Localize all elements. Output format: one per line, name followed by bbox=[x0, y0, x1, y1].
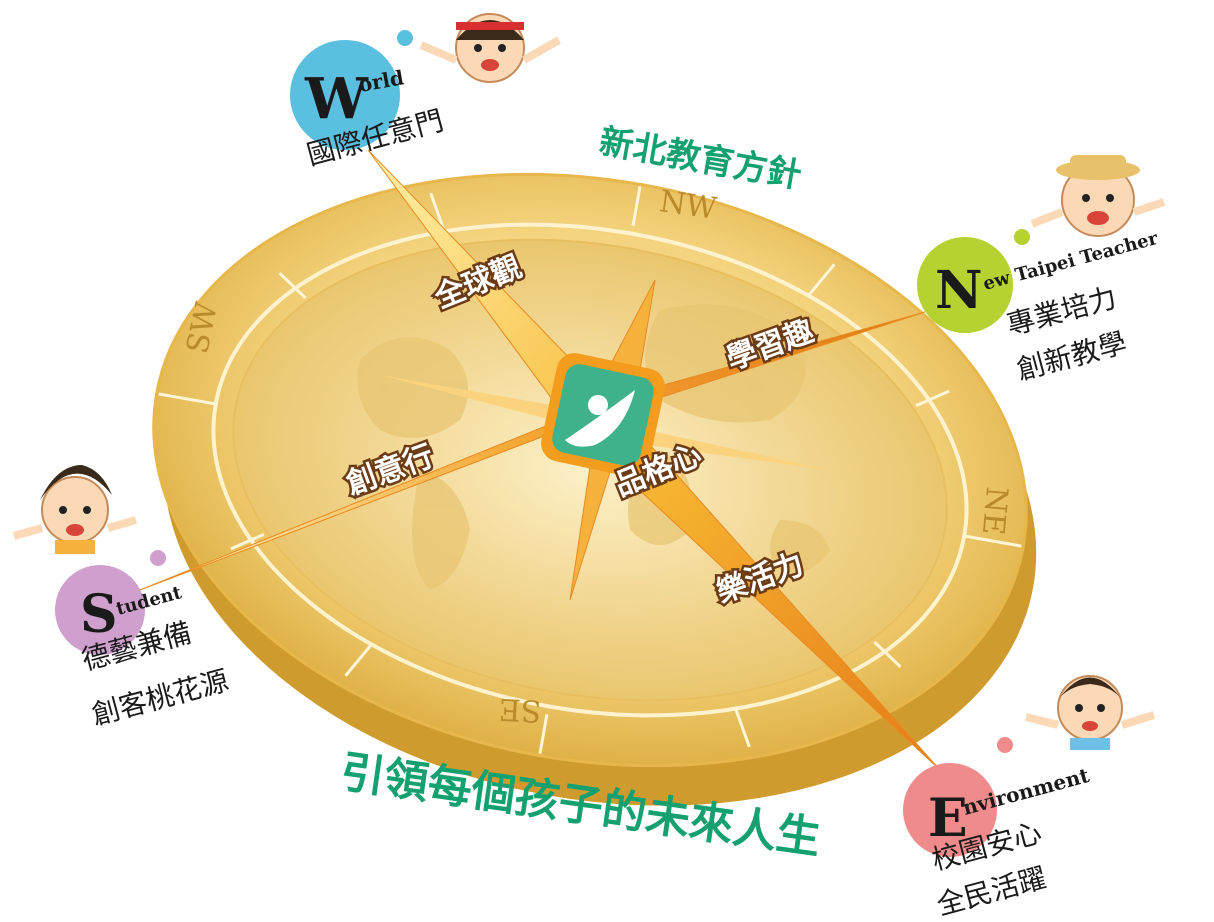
world-initial: W bbox=[304, 66, 369, 132]
kid-student-icon bbox=[12, 465, 138, 554]
arrow-short-right bbox=[600, 420, 830, 470]
compass-ticks bbox=[158, 186, 1022, 754]
teacher-initial: N bbox=[935, 260, 983, 321]
dir-nw: NW bbox=[657, 184, 719, 227]
student-badge bbox=[55, 565, 145, 655]
arrow-short-left bbox=[380, 375, 590, 430]
dir-se: SE bbox=[498, 691, 542, 728]
emblem-figure-body bbox=[565, 390, 635, 447]
student-initial: S bbox=[80, 584, 118, 645]
teacher-badge bbox=[917, 237, 1013, 333]
kid-environment-icon bbox=[1025, 675, 1156, 750]
kid-world-icon bbox=[419, 13, 561, 83]
environment-rest: nvironment bbox=[960, 763, 1092, 820]
kid-teacher-icon bbox=[1030, 155, 1166, 237]
environment-initial: E bbox=[928, 788, 968, 849]
arrow-long-cross bbox=[139, 311, 926, 591]
emblem-figure-head bbox=[588, 395, 608, 415]
environment-badge bbox=[903, 763, 997, 857]
dir-ne: NE bbox=[975, 485, 1014, 536]
teacher-rest: ew Taipei Teacher bbox=[981, 228, 1161, 295]
student-line2: 創客桃花源 bbox=[88, 664, 232, 732]
world-badge bbox=[290, 40, 400, 150]
